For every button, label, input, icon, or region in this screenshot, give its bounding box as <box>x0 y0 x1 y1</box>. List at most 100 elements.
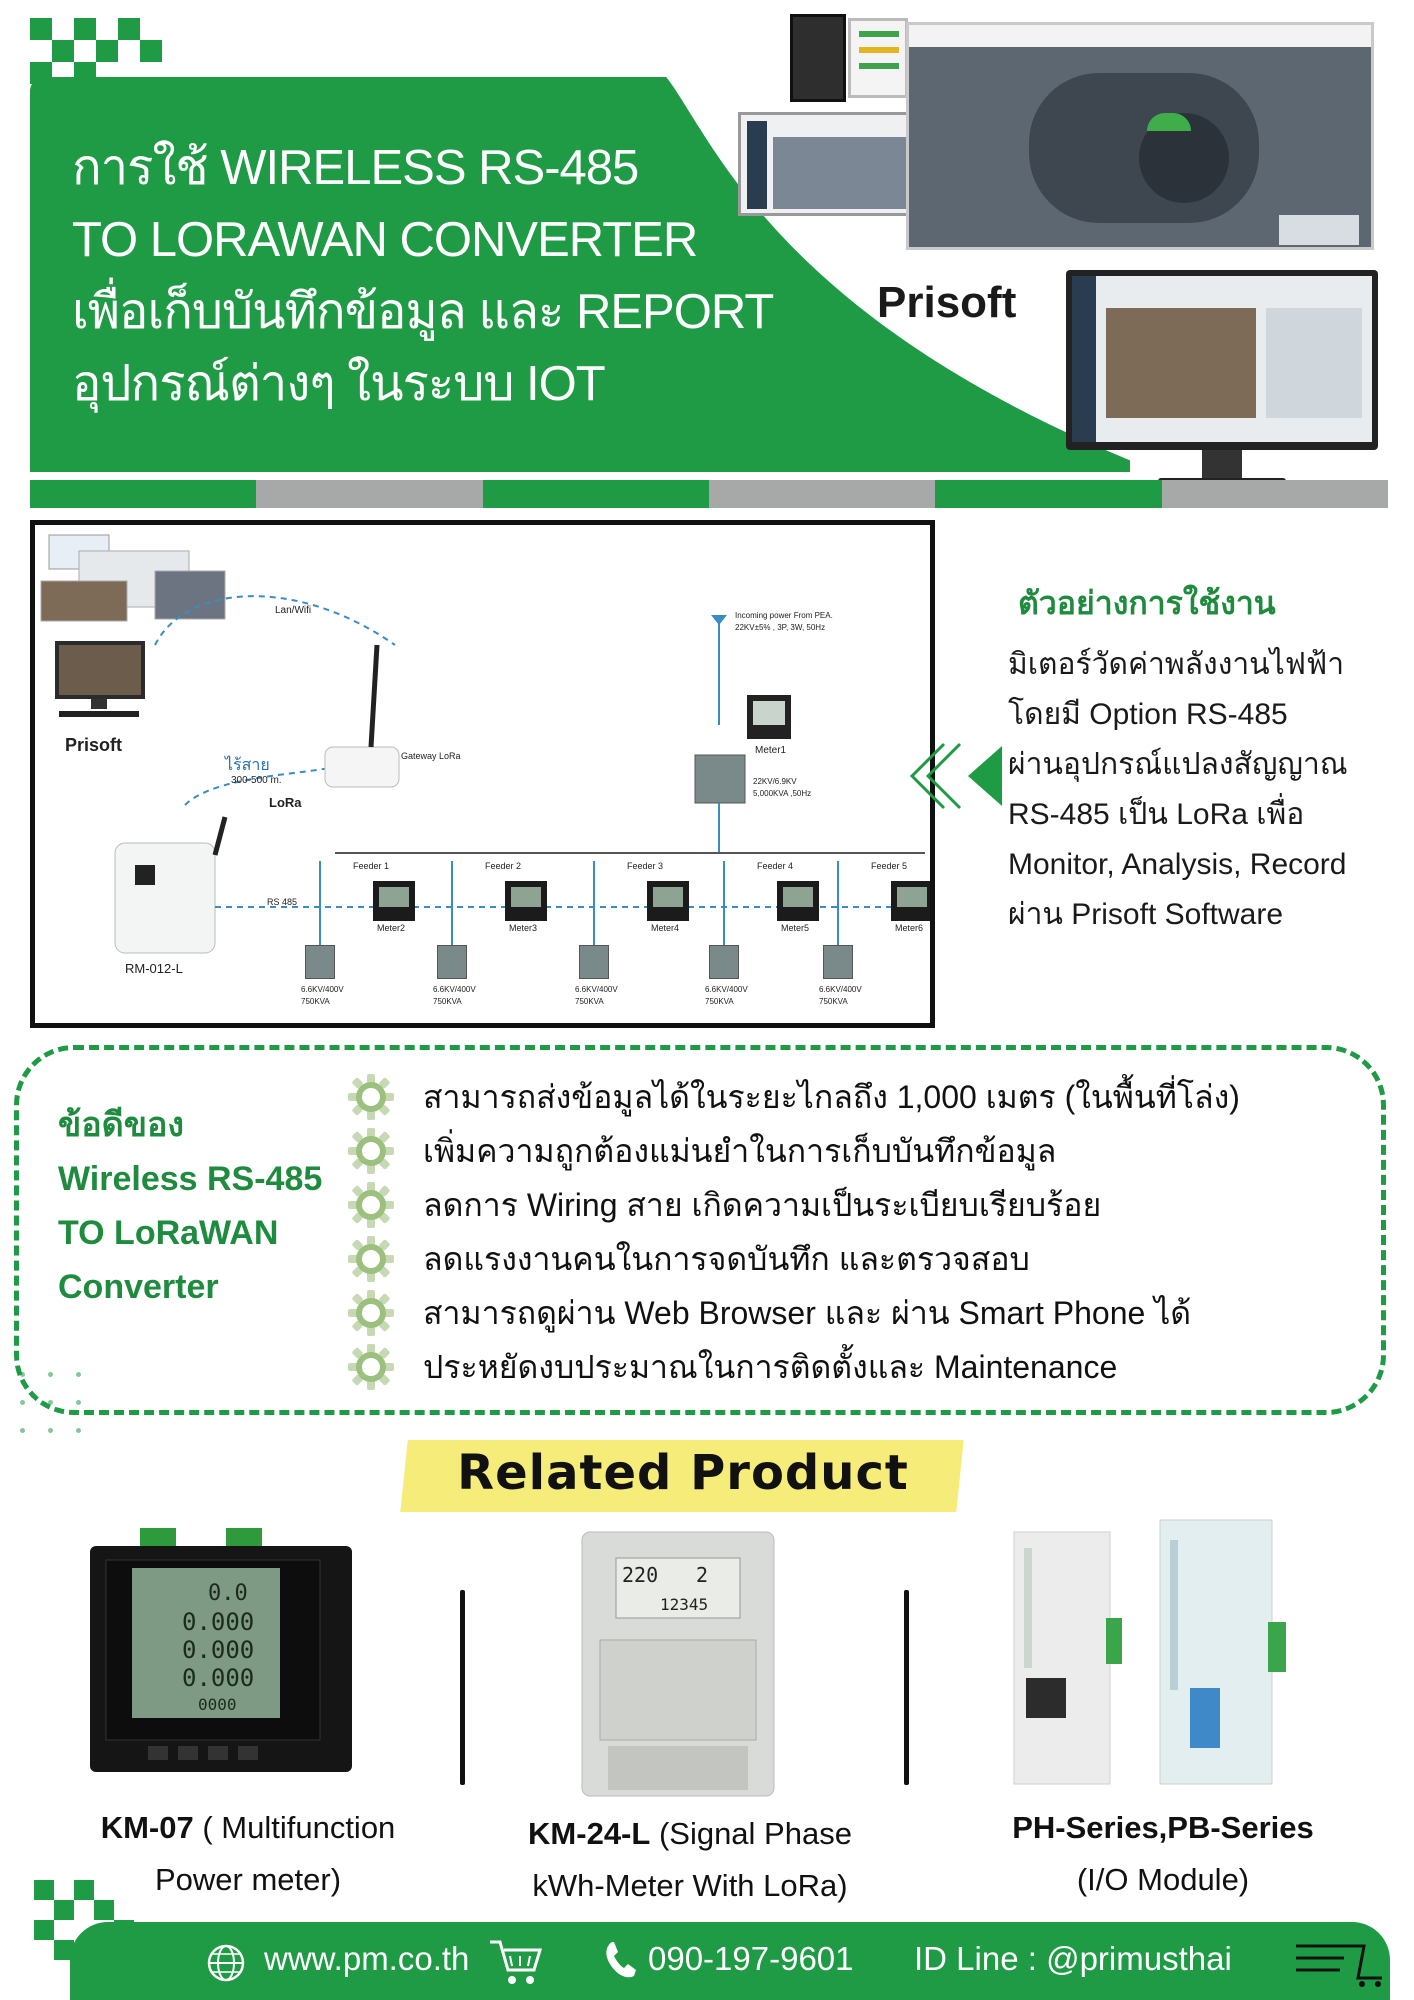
screenshot-login <box>790 14 846 102</box>
feeder-line <box>723 861 725 951</box>
feeder-label: Feeder 2 <box>485 861 522 871</box>
feeder-line <box>319 861 321 951</box>
feeder-spec: 6.6KV/400V <box>819 985 862 994</box>
diagram-gateway-label: Gateway LoRa <box>401 751 461 761</box>
footer-line-id[interactable]: ID Line : @primusthai <box>914 1940 1232 1977</box>
feeder-meter-label: Meter3 <box>509 923 538 933</box>
km-07-product-image: 0.0 0.000 0.000 0.000 0000 <box>90 1528 352 1772</box>
km-24-l-display: 12345 <box>660 1595 708 1614</box>
product-km-07-desc1: ( Multifunction <box>193 1810 396 1845</box>
advantage-item: ประหยัดงบประมาณในการติดตั้งและ Maintenan… <box>348 1340 1362 1394</box>
monitor-icon <box>1066 270 1378 488</box>
screenshot-dashboard <box>738 112 918 216</box>
diagram-lora-logo: LoRa <box>269 795 302 810</box>
advantage-item: ลดแรงงานคนในการจดบันทึก และตรวจสอบ <box>348 1232 1362 1286</box>
product-ph-pb-series: PH-Series,PB-Series (I/O Module) <box>968 1802 1358 1906</box>
feeder-spec: 750KVA <box>433 997 462 1006</box>
product-km-24-l-name: KM-24-L <box>528 1816 651 1851</box>
km-07-display: 0.000 <box>182 1636 254 1664</box>
gear-icon <box>348 1290 394 1336</box>
product-ph-pb-series-desc2: (I/O Module) <box>1076 1862 1250 1897</box>
advantage-text: ลดแรงงานคนในการจดบันทึก และตรวจสอบ <box>423 1240 1030 1277</box>
usage-line: ผ่าน Prisoft Software <box>1008 898 1284 931</box>
km-24-l-display: 220 <box>622 1563 658 1587</box>
advantage-item: สามารถดูผ่าน Web Browser และ ผ่าน Smart … <box>348 1286 1362 1340</box>
system-diagram: Feeder 1 Meter2 6.6KV/400V 750KVA Feeder… <box>30 520 935 1028</box>
diagram-converter-label: RM-012-L <box>125 961 183 976</box>
product-km-24-l: KM-24-L (Signal Phase kWh-Meter With LoR… <box>498 1808 882 1912</box>
feeder-transformer-icon <box>709 945 739 979</box>
shopping-cart-icon <box>490 1940 543 1984</box>
feeder-meter-screen <box>379 887 409 907</box>
circuit-cart-icon <box>1296 1944 1382 1987</box>
feeder-meter-screen <box>653 887 683 907</box>
feeder-spec: 6.6KV/400V <box>433 985 476 994</box>
diagram-incoming-line1: Incoming power From PEA. <box>735 611 833 620</box>
feeder-meter-label: Meter6 <box>895 923 924 933</box>
diagram-wireless-label: ไร้สาย <box>225 757 270 774</box>
hero-title-line: อุปกรณ์ต่างๆ ในระบบ IOT <box>72 357 606 411</box>
feeder-spec: 750KVA <box>819 997 848 1006</box>
ph-pb-series-product-image <box>1013 1519 1286 1785</box>
product-km-07-name: KM-07 <box>100 1810 194 1845</box>
feeder-label: Feeder 4 <box>757 861 794 871</box>
usage-line: โดยมี Option RS-485 <box>1008 698 1288 731</box>
footer-phone[interactable]: 090-197-9601 <box>648 1940 854 1977</box>
diagram-prisoft-label: Prisoft <box>65 735 123 755</box>
feeder-meter-label: Meter5 <box>781 923 810 933</box>
screenshot-gauges <box>848 18 908 98</box>
chevron-left-arrow-icon <box>909 742 1002 810</box>
feeder-transformer-icon <box>823 945 853 979</box>
gear-icon <box>348 1344 394 1390</box>
feeder-meter-screen <box>511 887 541 907</box>
advantages-title-line: TO LoRaWAN <box>58 1214 279 1252</box>
diagram-distance: 300-500 m. <box>231 775 282 786</box>
usage-title: ตัวอย่างการใช้งาน <box>1018 585 1276 621</box>
gear-icon <box>348 1182 394 1228</box>
feeder-spec: 6.6KV/400V <box>575 985 618 994</box>
footer-bar <box>70 1922 1390 2000</box>
feeder-meter-label: Meter4 <box>651 923 680 933</box>
hero-title-line: เพื่อเก็บบันทึกข้อมูล และ REPORT <box>72 285 774 339</box>
diagram-rs485-label: RS 485 <box>267 897 298 907</box>
footer-website-link[interactable]: www.pm.co.th <box>264 1940 470 1977</box>
advantage-text: ลดการ Wiring สาย เกิดความเป็นระเบียบเรีย… <box>423 1186 1102 1223</box>
feeder-transformer-icon <box>437 945 467 979</box>
feeder-label: Feeder 3 <box>627 861 664 871</box>
advantages-title-line: ข้อดีของ <box>58 1106 185 1144</box>
feeder-spec: 750KVA <box>705 997 734 1006</box>
advantage-text: เพิ่มความถูกต้องแม่นยำในการเก็บบันทึกข้อ… <box>423 1132 1057 1169</box>
feeder-spec: 6.6KV/400V <box>705 985 748 994</box>
diagram-meter1-label: Meter1 <box>755 745 787 756</box>
related-title: Related Product <box>457 1445 909 1501</box>
feeder-transformer-icon <box>305 945 335 979</box>
hero-title-line: TO LORAWAN CONVERTER <box>72 213 698 267</box>
product-km-07: KM-07 ( Multifunction Power meter) <box>68 1802 428 1906</box>
diagram-transformer-line2: 5,000KVA ,50Hz <box>753 789 812 798</box>
km-07-display: 0.000 <box>182 1608 254 1636</box>
advantage-text: ประหยัดงบประมาณในการติดตั้งและ Maintenan… <box>423 1348 1118 1385</box>
product-separator <box>904 1590 909 1785</box>
km-07-display: 0000 <box>198 1695 237 1714</box>
feeder-line <box>451 861 453 951</box>
feeder-label: Feeder 1 <box>353 861 390 871</box>
feeder-meter-screen <box>897 887 927 907</box>
km-07-display: 0.000 <box>182 1664 254 1692</box>
hero-title: การใช้ WIRELESS RS-485 TO LORAWAN CONVER… <box>72 132 774 420</box>
diagram-transformer-line1: 22KV/6.9KV <box>753 777 797 786</box>
advantages-title: ข้อดีของ Wireless RS-485 TO LoRaWAN Conv… <box>58 1098 322 1314</box>
feeder-label: Feeder 5 <box>871 861 908 871</box>
advantage-text: สามารถส่งข้อมูลได้ในระยะไกลถึง 1,000 เมต… <box>423 1078 1240 1115</box>
feeder-line <box>837 861 839 951</box>
feeder-spec: 6.6KV/400V <box>301 985 344 994</box>
feeder-meter-label: Meter2 <box>377 923 406 933</box>
km-24-l-display: 2 <box>696 1563 708 1587</box>
advantages-title-line: Wireless RS-485 <box>58 1160 323 1198</box>
product-ph-pb-series-name: PH-Series,PB-Series <box>1012 1810 1314 1845</box>
feeder-line <box>593 861 595 951</box>
hero-title-line: การใช้ WIRELESS RS-485 <box>72 141 639 195</box>
feeder-spec: 750KVA <box>301 997 330 1006</box>
km-07-display: 0.0 <box>208 1581 248 1606</box>
km-24-l-product-image: 220 2 12345 <box>581 1531 775 1797</box>
advantage-text: สามารถดูผ่าน Web Browser และ ผ่าน Smart … <box>423 1294 1192 1331</box>
